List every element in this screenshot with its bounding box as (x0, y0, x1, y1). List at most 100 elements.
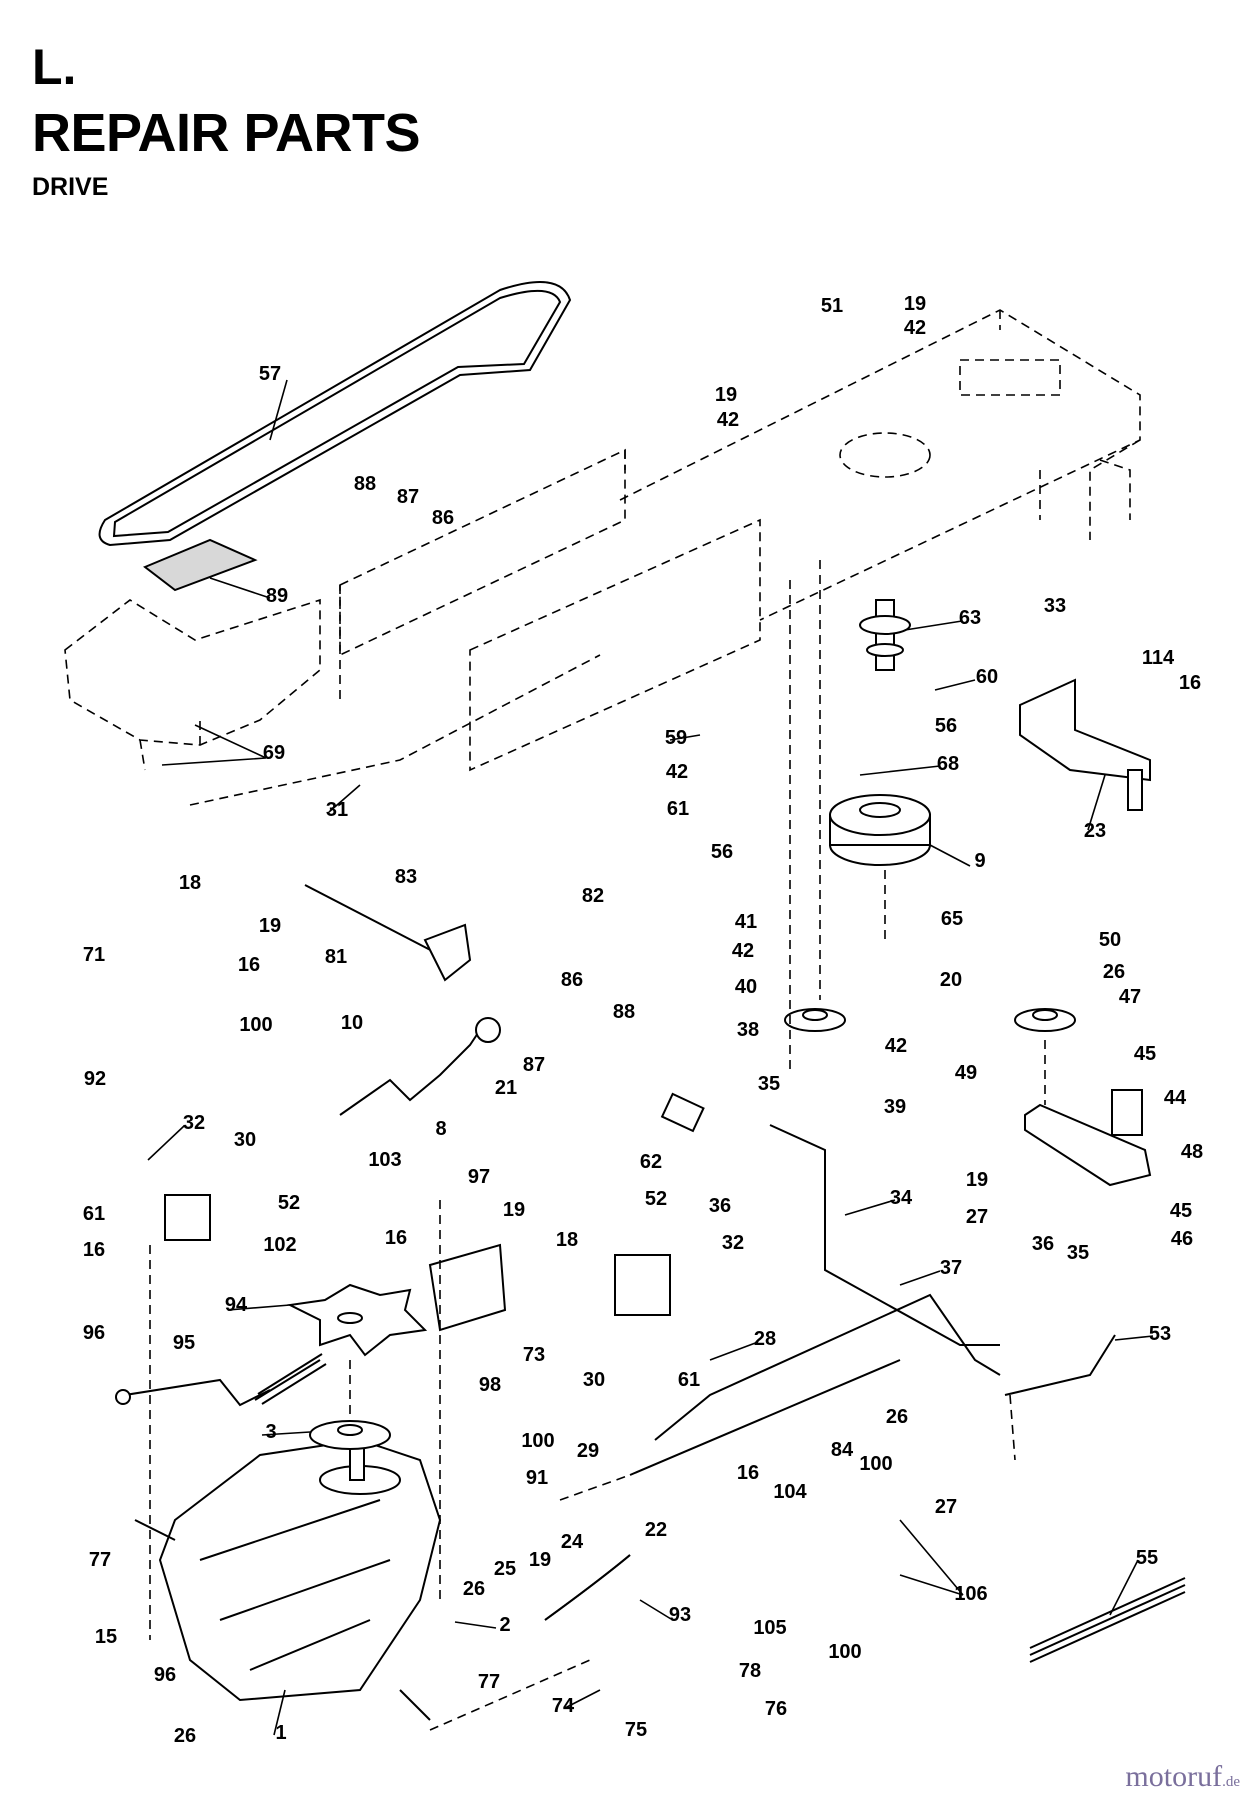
part-callout-56: 56 (711, 841, 733, 863)
part-callout-21: 21 (495, 1077, 517, 1099)
part-callout-16: 16 (385, 1227, 407, 1249)
part-callout-60: 60 (976, 666, 998, 688)
part-callout-45: 45 (1134, 1043, 1156, 1065)
part-callout-19: 19 (503, 1199, 525, 1221)
part-callout-50: 50 (1099, 929, 1121, 951)
part-callout-51: 51 (821, 295, 843, 317)
part-callout-16: 16 (83, 1239, 105, 1261)
part-callout-83: 83 (395, 866, 417, 888)
section-letter: L. (32, 39, 77, 95)
part-callout-16: 16 (1179, 672, 1201, 694)
part-callout-81: 81 (325, 946, 347, 968)
watermark-text: motoruf (1125, 1760, 1223, 1793)
part-callout-65: 65 (941, 908, 963, 930)
part-callout-10: 10 (341, 1012, 363, 1034)
shift-lever (339, 1029, 481, 1116)
part-callout-2: 2 (499, 1614, 510, 1636)
part-callout-44: 44 (1164, 1087, 1187, 1109)
part-callout-19: 19 (259, 915, 281, 937)
link-rod (1004, 1334, 1116, 1396)
part-callout-33: 33 (1044, 595, 1066, 617)
idler-bracket (1024, 1103, 1152, 1187)
section-title: REPAIR PARTS (32, 103, 421, 163)
part-callout-92: 92 (84, 1068, 106, 1090)
part-callout-53: 53 (1149, 1323, 1171, 1345)
part-callout-46: 46 (1171, 1228, 1193, 1250)
part-callout-26: 26 (1103, 961, 1125, 983)
part-callout-18: 18 (179, 872, 201, 894)
part-callout-86: 86 (561, 969, 583, 991)
watermark-suffix: .de (1222, 1774, 1240, 1790)
part-callout-106: 106 (954, 1583, 987, 1605)
part-callout-26: 26 (886, 1406, 908, 1428)
part-callout-26: 26 (463, 1578, 485, 1600)
part-callout-71: 71 (83, 944, 105, 966)
part-callout-56: 56 (935, 715, 957, 737)
part-callout-20: 20 (940, 969, 962, 991)
mounting-bracket-left (164, 1194, 211, 1241)
brake-shaft (769, 1124, 1000, 1346)
part-callout-24: 24 (561, 1531, 584, 1553)
part-callout-32: 32 (722, 1232, 744, 1254)
part-callout-75: 75 (625, 1719, 647, 1741)
part-callout-94: 94 (225, 1294, 248, 1316)
part-callout-84: 84 (831, 1439, 854, 1461)
part-callout-27: 27 (935, 1496, 957, 1518)
part-callout-100: 100 (859, 1453, 892, 1475)
part-callout-104: 104 (773, 1481, 807, 1503)
part-callout-89: 89 (266, 585, 288, 607)
section-subtitle: DRIVE (32, 173, 109, 201)
part-callout-42: 42 (732, 940, 754, 962)
part-callout-88: 88 (613, 1001, 635, 1023)
part-callout-25: 25 (494, 1558, 516, 1580)
part-callout-15: 15 (95, 1626, 117, 1648)
part-callout-32: 32 (183, 1112, 205, 1134)
part-callout-39: 39 (884, 1096, 906, 1118)
part-callout-41: 41 (735, 911, 757, 933)
part-callout-105: 105 (753, 1617, 786, 1639)
part-callout-37: 37 (940, 1257, 962, 1279)
part-callout-26: 26 (174, 1725, 196, 1747)
part-callout-19: 19 (529, 1549, 551, 1571)
part-callout-78: 78 (739, 1660, 761, 1682)
leader-lines (147, 379, 1154, 1736)
part-callout-114: 114 (1142, 647, 1175, 669)
part-callout-87: 87 (397, 486, 419, 508)
shaft-bushing (660, 1092, 705, 1133)
brake-rod-lower (629, 1359, 901, 1476)
part-callout-42: 42 (666, 761, 688, 783)
part-callout-36: 36 (709, 1195, 731, 1217)
part-callout-61: 61 (83, 1203, 105, 1225)
part-callout-48: 48 (1181, 1141, 1203, 1163)
part-callout-100: 100 (828, 1641, 861, 1663)
part-callout-47: 47 (1119, 986, 1141, 1008)
part-callout-52: 52 (278, 1192, 300, 1214)
mounting-bracket (1019, 678, 1151, 782)
brake-rod (654, 1293, 1001, 1441)
cross-shaft (304, 884, 441, 956)
frame-outline (64, 309, 1141, 772)
part-callout-27: 27 (966, 1206, 988, 1228)
part-callout-38: 38 (737, 1019, 759, 1041)
part-callout-8: 8 (435, 1118, 446, 1140)
part-callout-100: 100 (521, 1430, 554, 1452)
part-callout-93: 93 (669, 1604, 691, 1626)
part-callout-97: 97 (468, 1166, 490, 1188)
idler-pulley-top (859, 599, 911, 671)
part-callout-96: 96 (154, 1664, 176, 1686)
bypass-rod (124, 1378, 271, 1407)
part-callout-36: 36 (1032, 1233, 1054, 1255)
drive-belt (98, 281, 572, 547)
watermark: motoruf.de (1125, 1760, 1240, 1794)
part-callout-52: 52 (645, 1188, 667, 1210)
part-callout-31: 31 (326, 799, 348, 821)
assembly-lines (149, 560, 1046, 1731)
part-callout-18: 18 (556, 1229, 578, 1251)
part-callout-19: 19 (715, 384, 737, 406)
part-callout-22: 22 (645, 1519, 667, 1541)
part-callout-23: 23 (1084, 820, 1106, 842)
part-callout-30: 30 (583, 1369, 605, 1391)
part-callout-88: 88 (354, 473, 376, 495)
mounting-bracket-right (614, 1254, 671, 1316)
